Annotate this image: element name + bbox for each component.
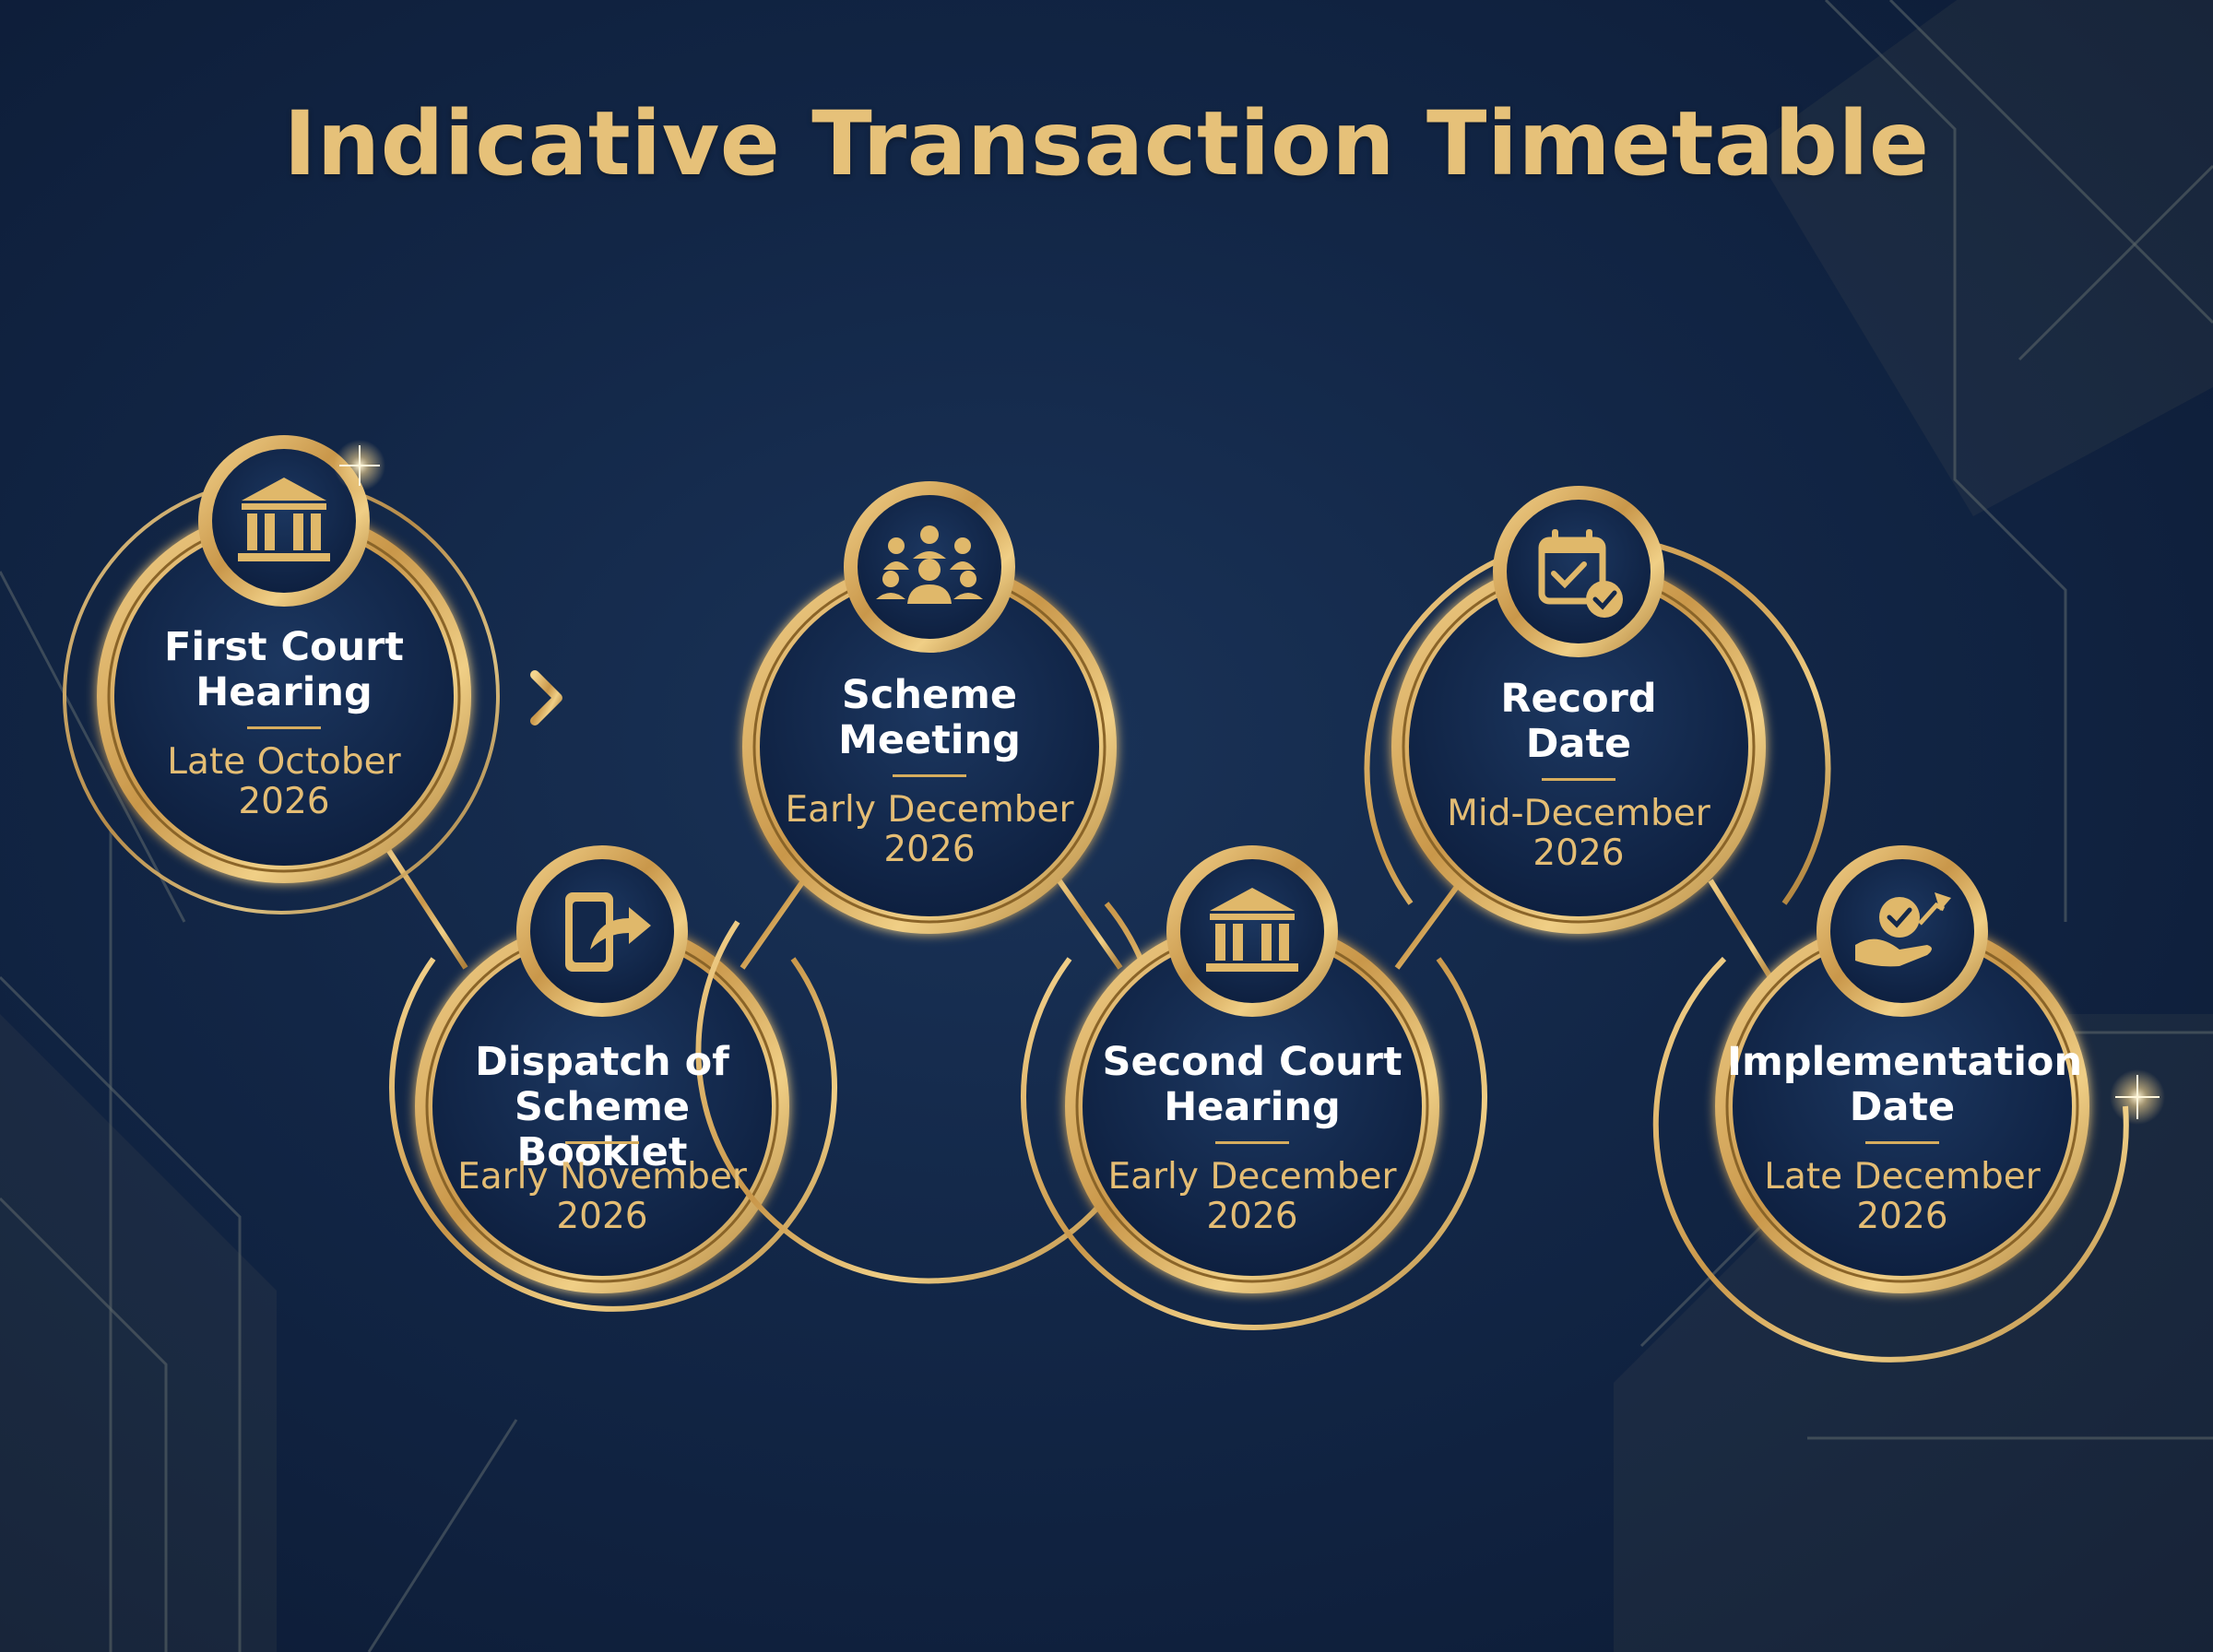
divider (1542, 778, 1615, 781)
hand-check-growth-icon (1855, 892, 1951, 967)
people-group-icon (876, 525, 983, 604)
milestone-label: Scheme Meeting (838, 672, 1021, 763)
milestone-implementation-date (1652, 845, 2129, 1363)
milestone-date: Early November 2026 (457, 1156, 747, 1237)
milestone-record-date (1364, 486, 1831, 934)
connector-lines (385, 846, 1773, 979)
milestone-label: Implementation Date (1727, 1039, 2083, 1130)
divider (565, 1141, 639, 1144)
divider (1215, 1141, 1289, 1144)
milestone-scheme-meeting (695, 481, 1163, 1284)
milestone-label: First Court Hearing (164, 624, 404, 715)
milestone-date: Late December 2026 (1764, 1156, 2041, 1237)
document-send-icon (565, 892, 651, 972)
divider (247, 726, 321, 729)
milestone-date: Early December 2026 (1107, 1156, 1397, 1237)
court-building-icon (238, 478, 330, 561)
milestone-date: Late October 2026 (167, 741, 401, 822)
court-building-icon (1206, 888, 1298, 972)
milestone-date: Mid-December 2026 (1447, 793, 1710, 874)
page-title: Indicative Transaction Timetable (283, 92, 1930, 195)
milestone-second-court-hearing (1021, 845, 1487, 1330)
calendar-check-icon (1538, 529, 1623, 618)
milestone-label: Record Date (1500, 676, 1657, 767)
milestone-first-court-hearing (63, 435, 500, 914)
milestone-label: Dispatch of Scheme Booklet (475, 1039, 729, 1175)
milestone-dispatch-booklet (389, 845, 837, 1312)
arrow-right-icon (493, 670, 562, 726)
milestone-label: Second Court Hearing (1102, 1039, 1402, 1130)
sparkle-decoration (334, 440, 2165, 1125)
divider (893, 774, 966, 777)
milestone-date: Early December 2026 (785, 789, 1074, 870)
divider (1865, 1141, 1939, 1144)
